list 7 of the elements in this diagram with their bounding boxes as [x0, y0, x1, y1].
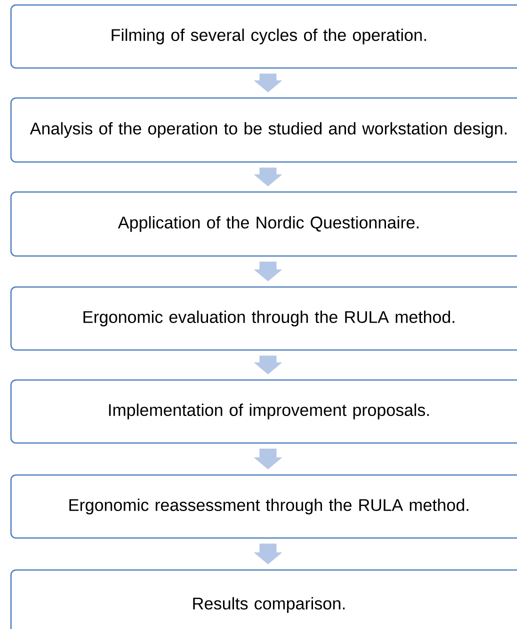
process-box: Analysis of the operation to be studied and workstation design. — [10, 97, 517, 163]
process-box: Ergonomic evaluation through the RULA method. — [10, 286, 517, 351]
process-box: Filming of several cycles of the operation. — [10, 4, 517, 69]
process-box: Application of the Nordic Questionnaire. — [10, 191, 517, 257]
process-box: Implementation of improvement proposals. — [10, 379, 517, 444]
process-box: Ergonomic reassessment through the RULA method. — [10, 474, 517, 539]
process-box: Results comparison. — [10, 569, 517, 629]
